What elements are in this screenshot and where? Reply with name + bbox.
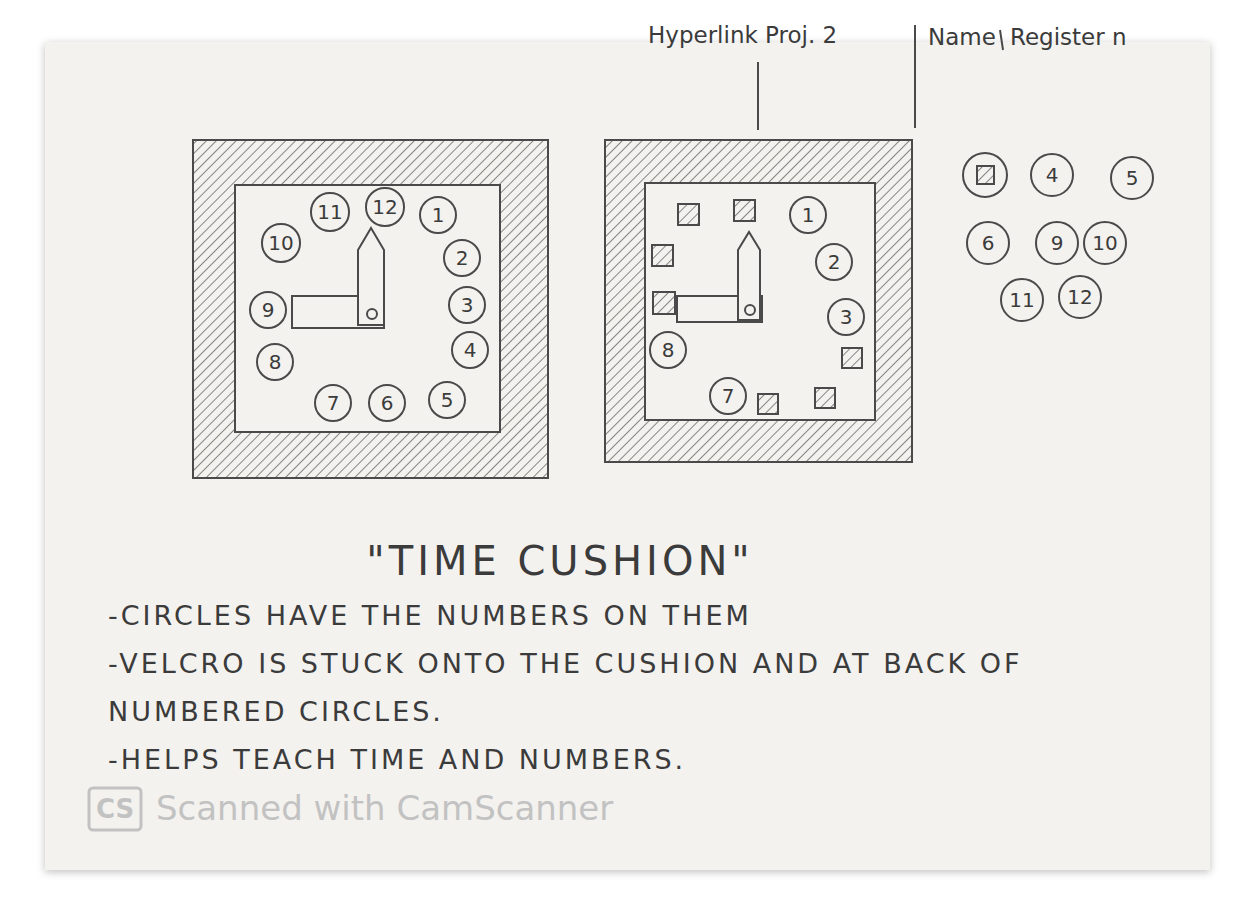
circle-number: 4 — [464, 340, 477, 360]
number-circle: 3 — [448, 286, 486, 324]
number-circle: 10 — [1083, 221, 1127, 265]
note-line: -CIRCLES HAVE THE NUMBERS ON THEM — [108, 592, 1188, 640]
circle-number: 9 — [1051, 233, 1064, 253]
number-circle: 10 — [261, 223, 300, 262]
circle-number: 11 — [1009, 290, 1034, 310]
circle-number: 12 — [1067, 287, 1092, 307]
number-circle: 5 — [1110, 156, 1154, 200]
register-field: Register n — [1010, 24, 1127, 50]
number-circle: 9 — [1035, 221, 1079, 265]
number-circle: 2 — [443, 239, 481, 277]
circle-number: 5 — [441, 390, 454, 410]
watermark: Scanned with CamScanner — [156, 788, 613, 828]
circle-number: 2 — [456, 248, 469, 268]
circle-number: 7 — [722, 386, 735, 406]
number-circle: 12 — [1058, 275, 1102, 319]
number-circle: 12 — [365, 187, 404, 226]
number-circle: 3 — [827, 298, 865, 336]
note-line: -VELCRO IS STUCK ONTO THE CUSHION AND AT… — [108, 640, 1188, 736]
number-circle: 8 — [256, 343, 294, 381]
watermark-icon: CS — [96, 794, 134, 824]
circle-number: 8 — [662, 340, 675, 360]
number-circle: 11 — [310, 192, 349, 231]
circle-number: 3 — [461, 295, 474, 315]
project-title: Hyperlink Proj. 2 — [648, 22, 837, 48]
circle-number: 1 — [432, 205, 445, 225]
note-line: -HELPS TEACH TIME AND NUMBERS. — [108, 736, 1188, 784]
circle-number: 6 — [381, 393, 394, 413]
title: "TIME CUSHION" — [366, 538, 753, 584]
circle-number: 4 — [1046, 165, 1059, 185]
circle-number: 8 — [269, 352, 282, 372]
circle-number: 12 — [372, 197, 397, 217]
circle-number: 3 — [840, 307, 853, 327]
circle-number: 10 — [1092, 233, 1117, 253]
circle-number: 7 — [327, 393, 340, 413]
circle-number: 2 — [828, 252, 841, 272]
circle-number: 6 — [982, 233, 995, 253]
number-circle: 9 — [249, 291, 287, 329]
number-circle: 1 — [789, 196, 827, 234]
name-field: Name — [928, 24, 996, 50]
number-circle: 11 — [1000, 278, 1044, 322]
number-circle: 4 — [1030, 153, 1074, 197]
number-circle: 2 — [815, 243, 853, 281]
number-circle: 1 — [419, 196, 457, 234]
number-circle: 7 — [314, 384, 352, 422]
number-circle: 8 — [649, 331, 687, 369]
circle-number: 10 — [268, 233, 293, 253]
circle-number: 1 — [802, 205, 815, 225]
number-circle: 5 — [428, 381, 466, 419]
circle-number: 9 — [262, 300, 275, 320]
number-circle: 6 — [966, 221, 1010, 265]
number-circle: 6 — [368, 384, 406, 422]
number-circle: 7 — [709, 377, 747, 415]
circle-number: 5 — [1126, 168, 1139, 188]
circle-number: 11 — [317, 202, 342, 222]
number-circle: 4 — [451, 331, 489, 369]
notes-list: -CIRCLES HAVE THE NUMBERS ON THEM-VELCRO… — [108, 592, 1188, 784]
